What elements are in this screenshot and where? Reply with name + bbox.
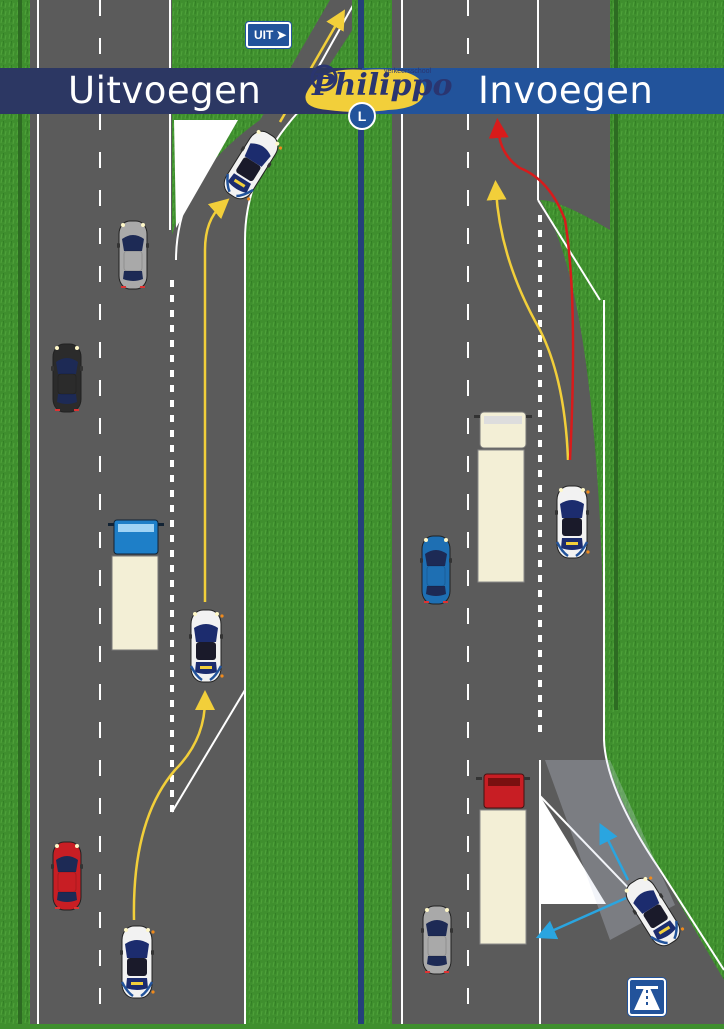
merge-path-yellow: [486, 180, 570, 461]
truck-white: [474, 411, 532, 583]
motorway-sign-icon: [628, 978, 666, 1016]
blue-car: [419, 535, 453, 605]
silver-car: [116, 220, 150, 290]
exit-ramp-line-inner: [175, 119, 237, 261]
shoulder-check-arrow: [535, 896, 627, 940]
exit-path-middle: [203, 198, 230, 602]
on-ramp-edge-line: [603, 739, 724, 971]
right-verge-strip: [614, 0, 618, 710]
exit-lane-taper: [171, 689, 246, 813]
mirror-check-arrow: [599, 823, 630, 881]
exit-arrow-icon: ➤: [276, 28, 287, 42]
truck-blue: [108, 519, 164, 651]
learner-car-merge-lane: [553, 484, 591, 560]
gray-car: [420, 905, 454, 975]
logo-splash-icon: [305, 64, 425, 112]
central-divider: [358, 0, 364, 1024]
motorway-symbol-icon: [634, 986, 660, 1010]
merge-gore-area: [540, 796, 606, 904]
title-right: Invoegen: [478, 69, 654, 112]
black-car: [50, 343, 84, 413]
exit-sign-label: UIT: [254, 28, 274, 42]
red-car: [50, 841, 84, 911]
banner-left: [0, 68, 362, 114]
logo-subtitle: verkeersschool: [384, 68, 432, 75]
right-upper-shoulder: [540, 0, 610, 230]
logo-word: Philippo: [312, 68, 453, 103]
merge-path-red: [488, 118, 575, 461]
exit-path-start: [132, 690, 215, 921]
right-merge-lane: [540, 200, 724, 1024]
exit-gore-area: [174, 120, 238, 228]
logo-l-badge: L: [348, 102, 376, 130]
right-main-road: [392, 0, 540, 1024]
title-left: Uitvoegen: [68, 69, 262, 112]
exit-sign: UIT➤: [246, 22, 292, 48]
truck-red: [476, 773, 530, 945]
on-ramp-inner-line: [539, 795, 641, 901]
learner-car-exit-lane: [187, 608, 225, 684]
left-verge-strip: [18, 0, 22, 1024]
logo: Philippo verkeersschool L: [298, 56, 453, 132]
learner-car-left-lane: [118, 924, 156, 1000]
